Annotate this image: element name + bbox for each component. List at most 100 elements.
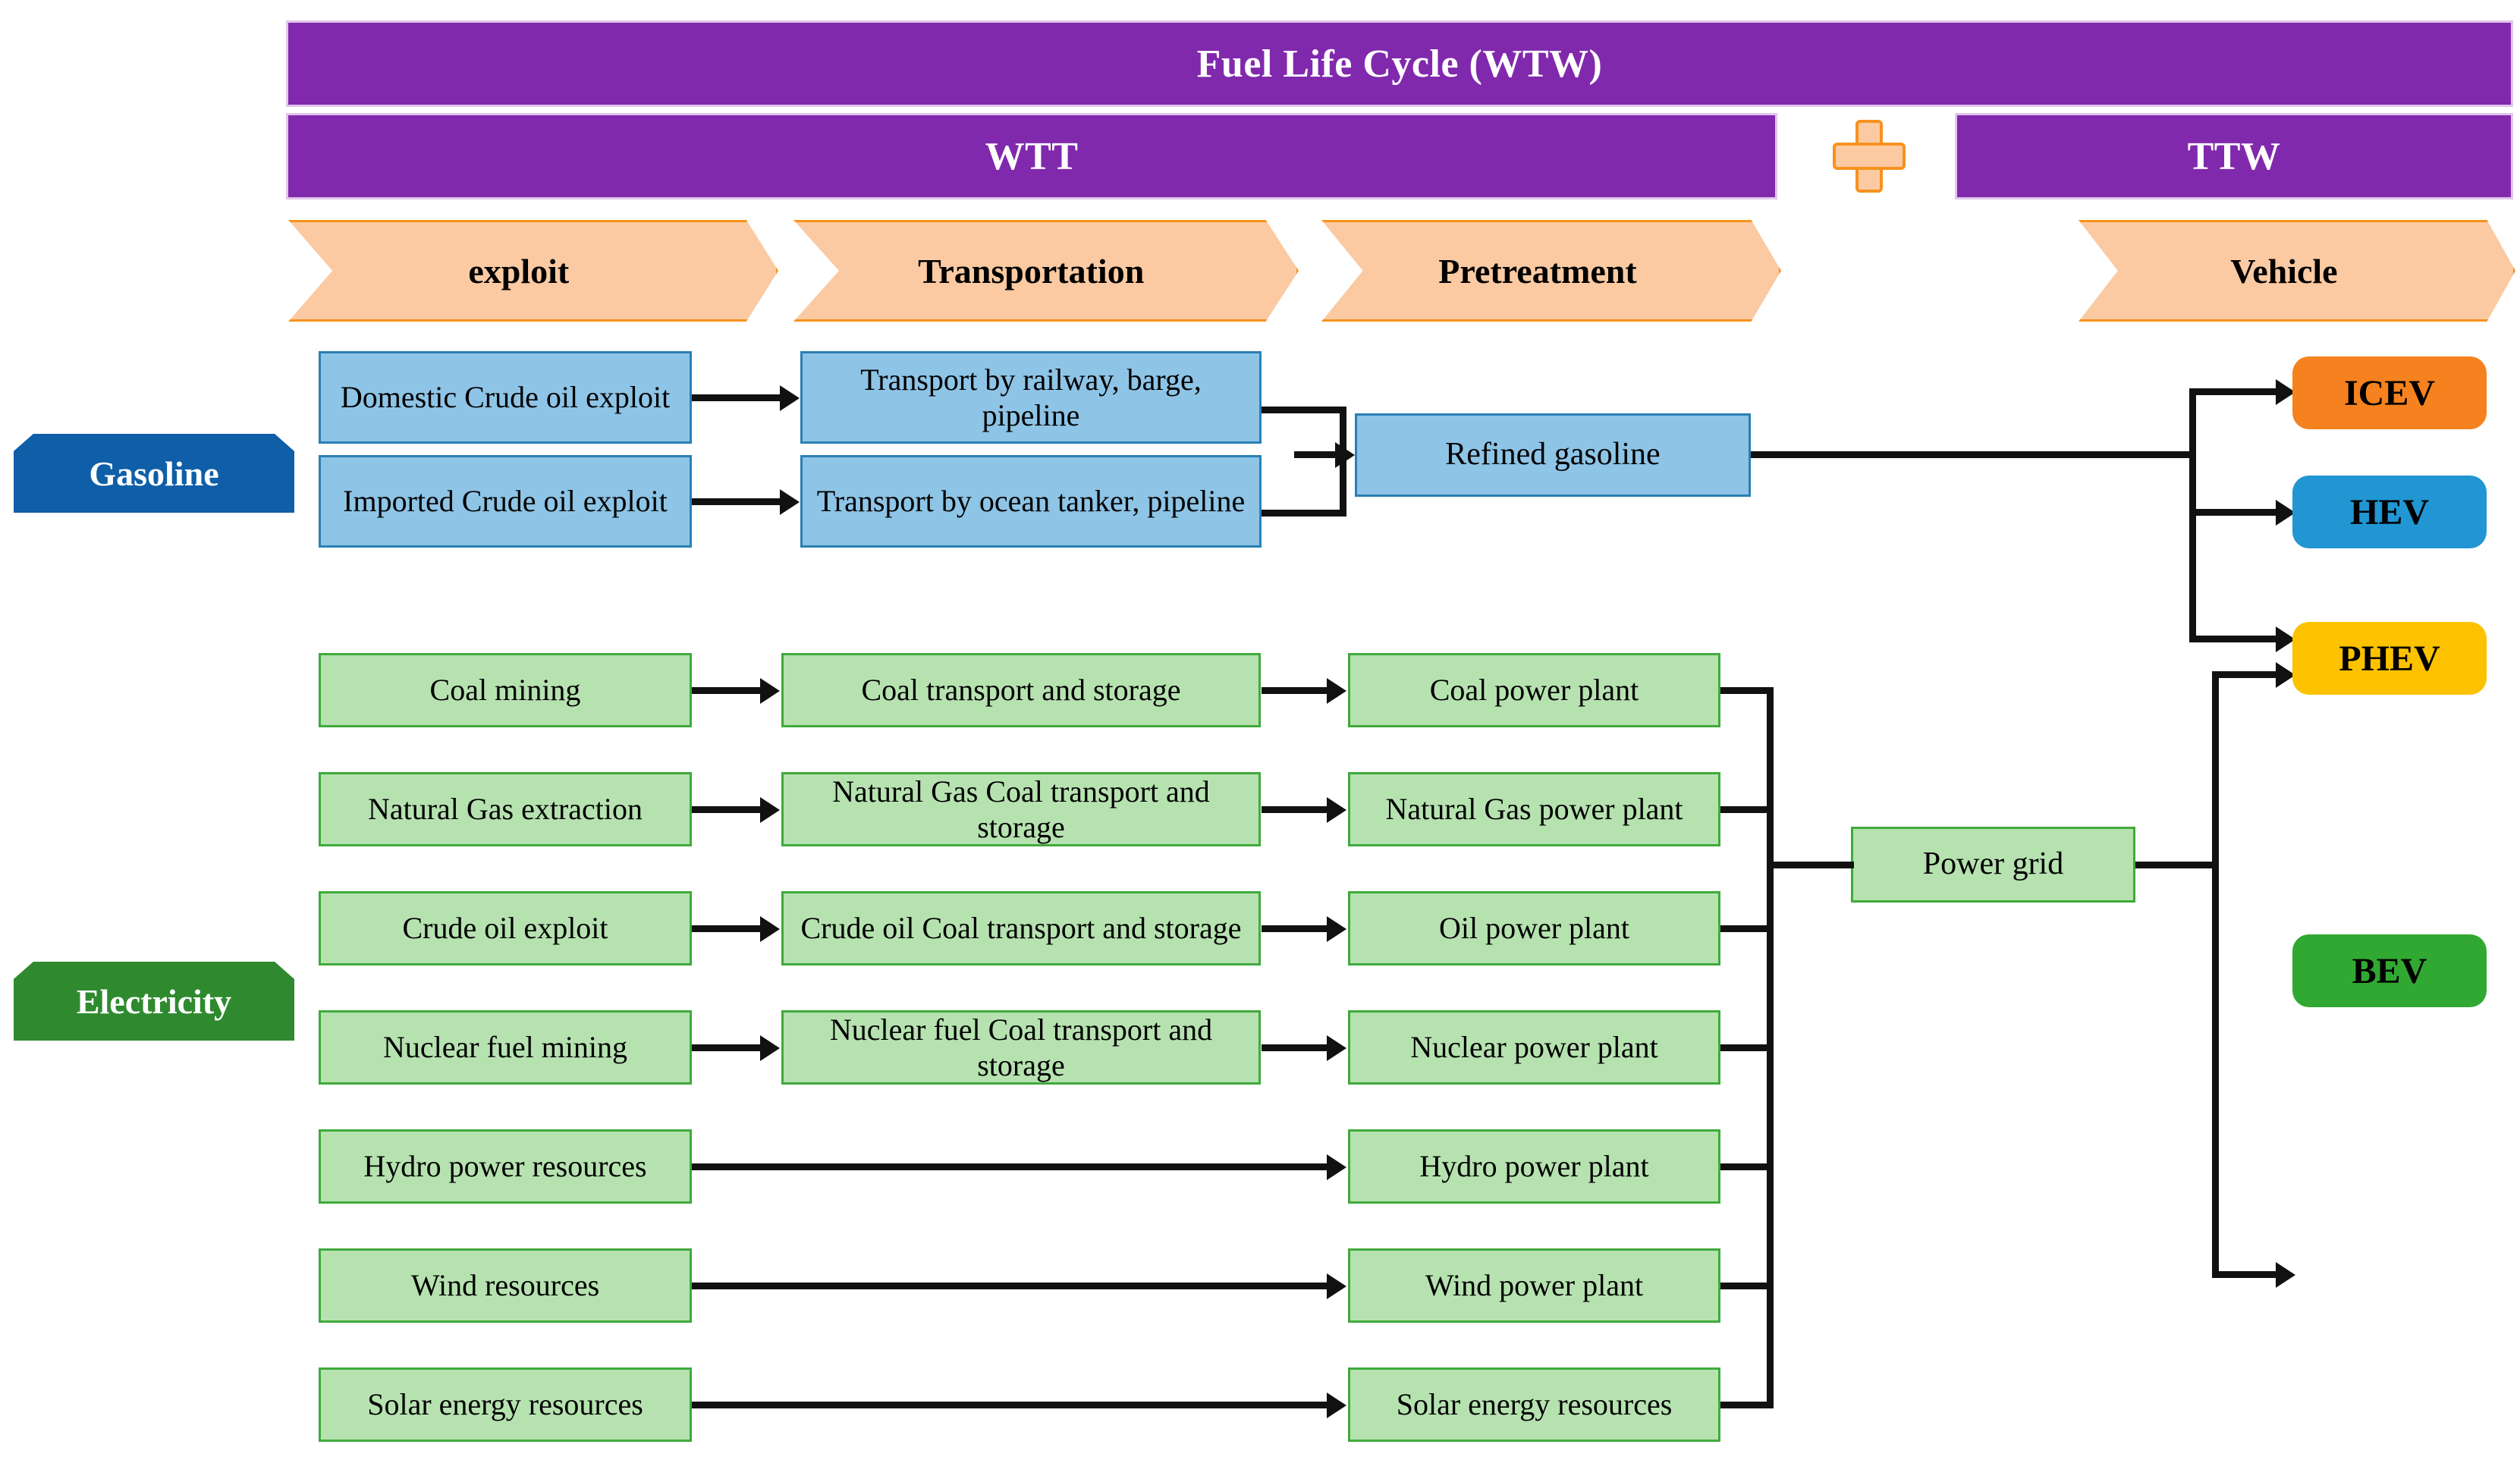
arrowhead-icon <box>1335 442 1355 468</box>
box-label: Natural Gas Coal transport and storage <box>832 774 1210 844</box>
arrowhead-icon <box>780 385 800 411</box>
box-nuclear-fuel-mining: Nuclear fuel mining <box>319 1010 692 1085</box>
box-power-grid: Power grid <box>1851 827 2135 903</box>
connector-e6-long <box>692 1283 1328 1289</box>
box-domestic-crude-oil-exploit: Domestic Crude oil exploit <box>319 351 692 444</box>
connector-to-hev <box>2189 509 2285 516</box>
arrowhead-icon <box>2276 1262 2295 1288</box>
connector-plant-bus <box>1767 687 1774 1408</box>
connector-gasoline-to-bus <box>1751 451 2192 458</box>
box-natural-gas-coal-transport-and-storage: Natural Gas Coal transport and storage <box>781 772 1261 846</box>
connector-to-icev <box>2189 388 2285 395</box>
arrowhead-icon <box>1327 678 1346 704</box>
box-natural-gas-extraction: Natural Gas extraction <box>319 772 692 846</box>
stage-label-exploit: exploit <box>468 251 570 290</box>
box-label: Solar energy resources <box>1396 1387 1673 1422</box>
box-refined-gasoline: Refined gasoline <box>1355 413 1751 497</box>
arrowhead-icon <box>760 678 780 704</box>
stage-chevron-exploit: exploit <box>288 220 778 322</box>
arrowhead-icon <box>2276 379 2295 405</box>
connector-plant-6 <box>1720 1283 1774 1289</box>
connector-plant-3 <box>1720 925 1774 932</box>
connector-bus-to-grid <box>1767 862 1854 868</box>
pathway-tag-electricity-label: Electricity <box>76 981 232 1021</box>
arrowhead-icon <box>780 489 800 515</box>
connector-e7-long <box>692 1402 1328 1408</box>
box-solar-energy-resources: Solar energy resources <box>319 1367 692 1442</box>
box-hydro-power-resources: Hydro power resources <box>319 1129 692 1204</box>
box-wind-power-plant: Wind power plant <box>1348 1248 1720 1323</box>
connector-plant-7 <box>1720 1402 1774 1408</box>
connector-to-phev-electric <box>2212 671 2285 678</box>
arrowhead-icon <box>760 916 780 942</box>
box-label: Nuclear power plant <box>1410 1030 1658 1065</box>
arrowhead-icon <box>1327 1393 1346 1418</box>
box-label: Natural Gas extraction <box>367 792 643 827</box>
box-transport-ocean-tanker-pipeline: Transport by ocean tanker, pipeline <box>800 455 1262 548</box>
connector-plant-2 <box>1720 806 1774 813</box>
arrowhead-icon <box>1327 1035 1346 1061</box>
vehicle-label: BEV <box>2352 950 2427 991</box>
box-crude-oil-exploit: Crude oil exploit <box>319 891 692 965</box>
box-label: Hydro power resources <box>363 1149 647 1184</box>
box-label: Domestic Crude oil exploit <box>340 380 671 415</box>
box-label: Power grid <box>1922 846 2064 882</box>
box-oil-power-plant: Oil power plant <box>1348 891 1720 965</box>
connector-plant-4 <box>1720 1044 1774 1051</box>
box-crude-oil-coal-transport-and-storage: Crude oil Coal transport and storage <box>781 891 1261 965</box>
arrowhead-icon <box>1327 797 1346 823</box>
banner-wtt: WTT <box>288 115 1775 197</box>
box-label: Oil power plant <box>1438 911 1630 946</box>
connector-e1-b <box>1262 687 1328 694</box>
connector-gasoline-3c <box>1294 451 1341 458</box>
vehicle-box-bev: BEV <box>2292 934 2487 1007</box>
vehicle-label: ICEV <box>2343 372 2436 413</box>
box-wind-resources: Wind resources <box>319 1248 692 1323</box>
vehicle-box-phev: PHEV <box>2292 622 2487 695</box>
box-label: Transport by railway, barge, pipeline <box>860 362 1202 432</box>
connector-gasoline-1 <box>692 394 781 401</box>
box-nuclear-power-plant: Nuclear power plant <box>1348 1010 1720 1085</box>
connector-gasoline-2 <box>692 498 781 505</box>
connector-e2-a <box>692 806 762 813</box>
box-hydro-power-plant: Hydro power plant <box>1348 1129 1720 1204</box>
vehicle-box-icev: ICEV <box>2292 356 2487 429</box>
connector-e3-b <box>1262 925 1328 932</box>
pathway-tag-electricity: Electricity <box>14 962 294 1041</box>
stage-label-transportation: Transportation <box>918 251 1145 290</box>
connector-gasoline-3a <box>1262 407 1346 413</box>
connector-vehicle-bus-electric <box>2212 671 2219 1278</box>
banner-ttw: TTW <box>1957 115 2511 197</box>
box-label: Transport by ocean tanker, pipeline <box>816 484 1246 519</box>
arrowhead-icon <box>2276 500 2295 526</box>
connector-e1-a <box>692 687 762 694</box>
arrowhead-icon <box>1327 1154 1346 1180</box>
vehicle-label: HEV <box>2349 491 2429 532</box>
arrowhead-icon <box>1327 916 1346 942</box>
arrowhead-icon <box>2276 662 2295 688</box>
arrowhead-icon <box>760 1035 780 1061</box>
box-coal-power-plant: Coal power plant <box>1348 653 1720 727</box>
connector-e5-long <box>692 1163 1328 1170</box>
connector-e4-a <box>692 1044 762 1051</box>
box-label: Solar energy resources <box>367 1387 643 1422</box>
box-label: Crude oil exploit <box>402 911 608 946</box>
box-label: Wind resources <box>410 1268 600 1303</box>
box-label: Coal mining <box>429 673 581 708</box>
stage-label-vehicle: Vehicle <box>2230 251 2338 290</box>
banner-fuel-life-cycle: Fuel Life Cycle (WTW) <box>288 23 2511 105</box>
box-label: Crude oil Coal transport and storage <box>800 911 1242 946</box>
plus-icon <box>1833 120 1906 193</box>
connector-plant-5 <box>1720 1163 1774 1170</box>
connector-to-phev-gasoline <box>2189 636 2285 642</box>
connector-e3-a <box>692 925 762 932</box>
box-coal-mining: Coal mining <box>319 653 692 727</box>
arrowhead-icon <box>2276 626 2295 652</box>
pathway-tag-gasoline-label: Gasoline <box>89 454 219 493</box>
box-solar-energy-resources-plant: Solar energy resources <box>1348 1367 1720 1442</box>
pathway-tag-gasoline: Gasoline <box>14 434 294 513</box>
box-label: Nuclear fuel Coal transport and storage <box>829 1012 1213 1082</box>
arrowhead-icon <box>1327 1273 1346 1299</box>
box-label: Refined gasoline <box>1445 437 1661 473</box>
